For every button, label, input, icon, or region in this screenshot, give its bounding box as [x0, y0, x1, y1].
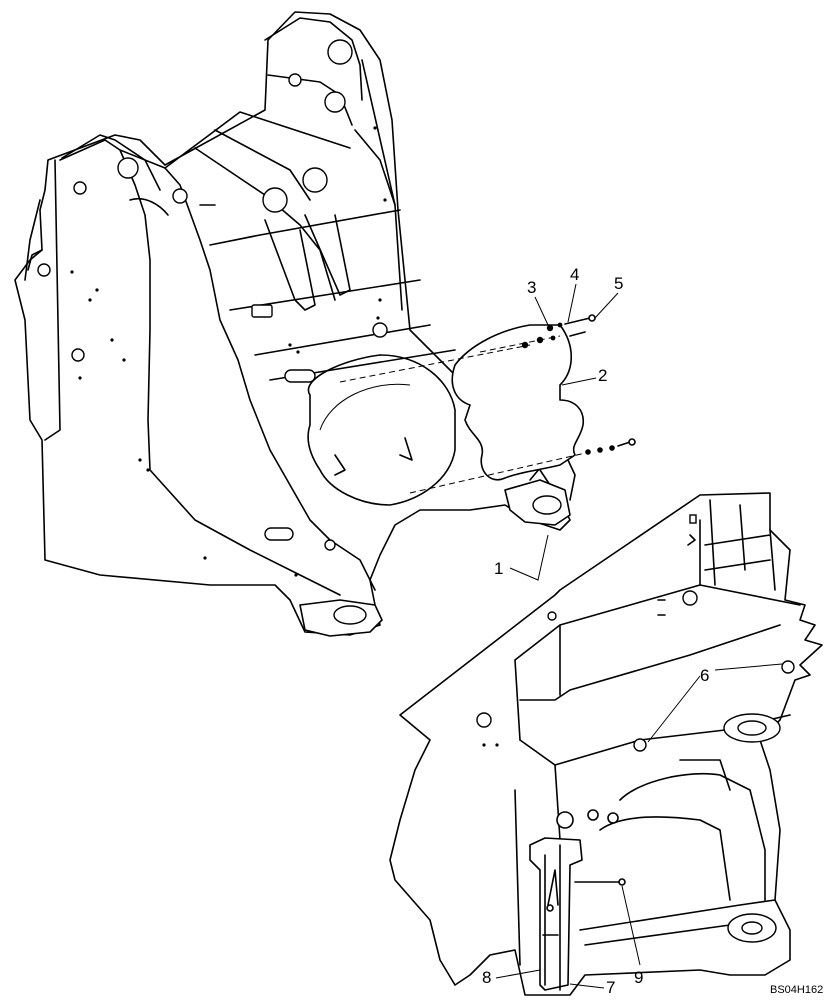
callout-label-8: 8: [482, 968, 491, 987]
cover-plate: [451, 324, 585, 481]
callout-6: 6: [647, 663, 783, 743]
loader-frame-upper: [14, 11, 576, 637]
callout-7: 7: [569, 978, 615, 997]
callout-2: 2: [561, 366, 607, 386]
callout-4: 4: [567, 265, 579, 323]
callout-label-3: 3: [527, 278, 536, 297]
callout-label-2: 2: [598, 366, 607, 385]
callout-label-6: 6: [700, 666, 709, 685]
callout-label-7: 7: [606, 978, 615, 997]
callout-9: 9: [621, 885, 643, 987]
rear-chassis: [389, 492, 823, 996]
callout-label-5: 5: [614, 274, 623, 293]
callout-label-9: 9: [634, 968, 643, 987]
callout-1: 1: [494, 534, 549, 581]
callout-8: 8: [482, 968, 541, 987]
callout-label-4: 4: [570, 265, 579, 284]
callout-3: 3: [527, 278, 549, 326]
callout-label-1: 1: [494, 559, 503, 578]
reference-code: BS04H162: [770, 984, 823, 996]
callout-5: 5: [594, 274, 623, 319]
